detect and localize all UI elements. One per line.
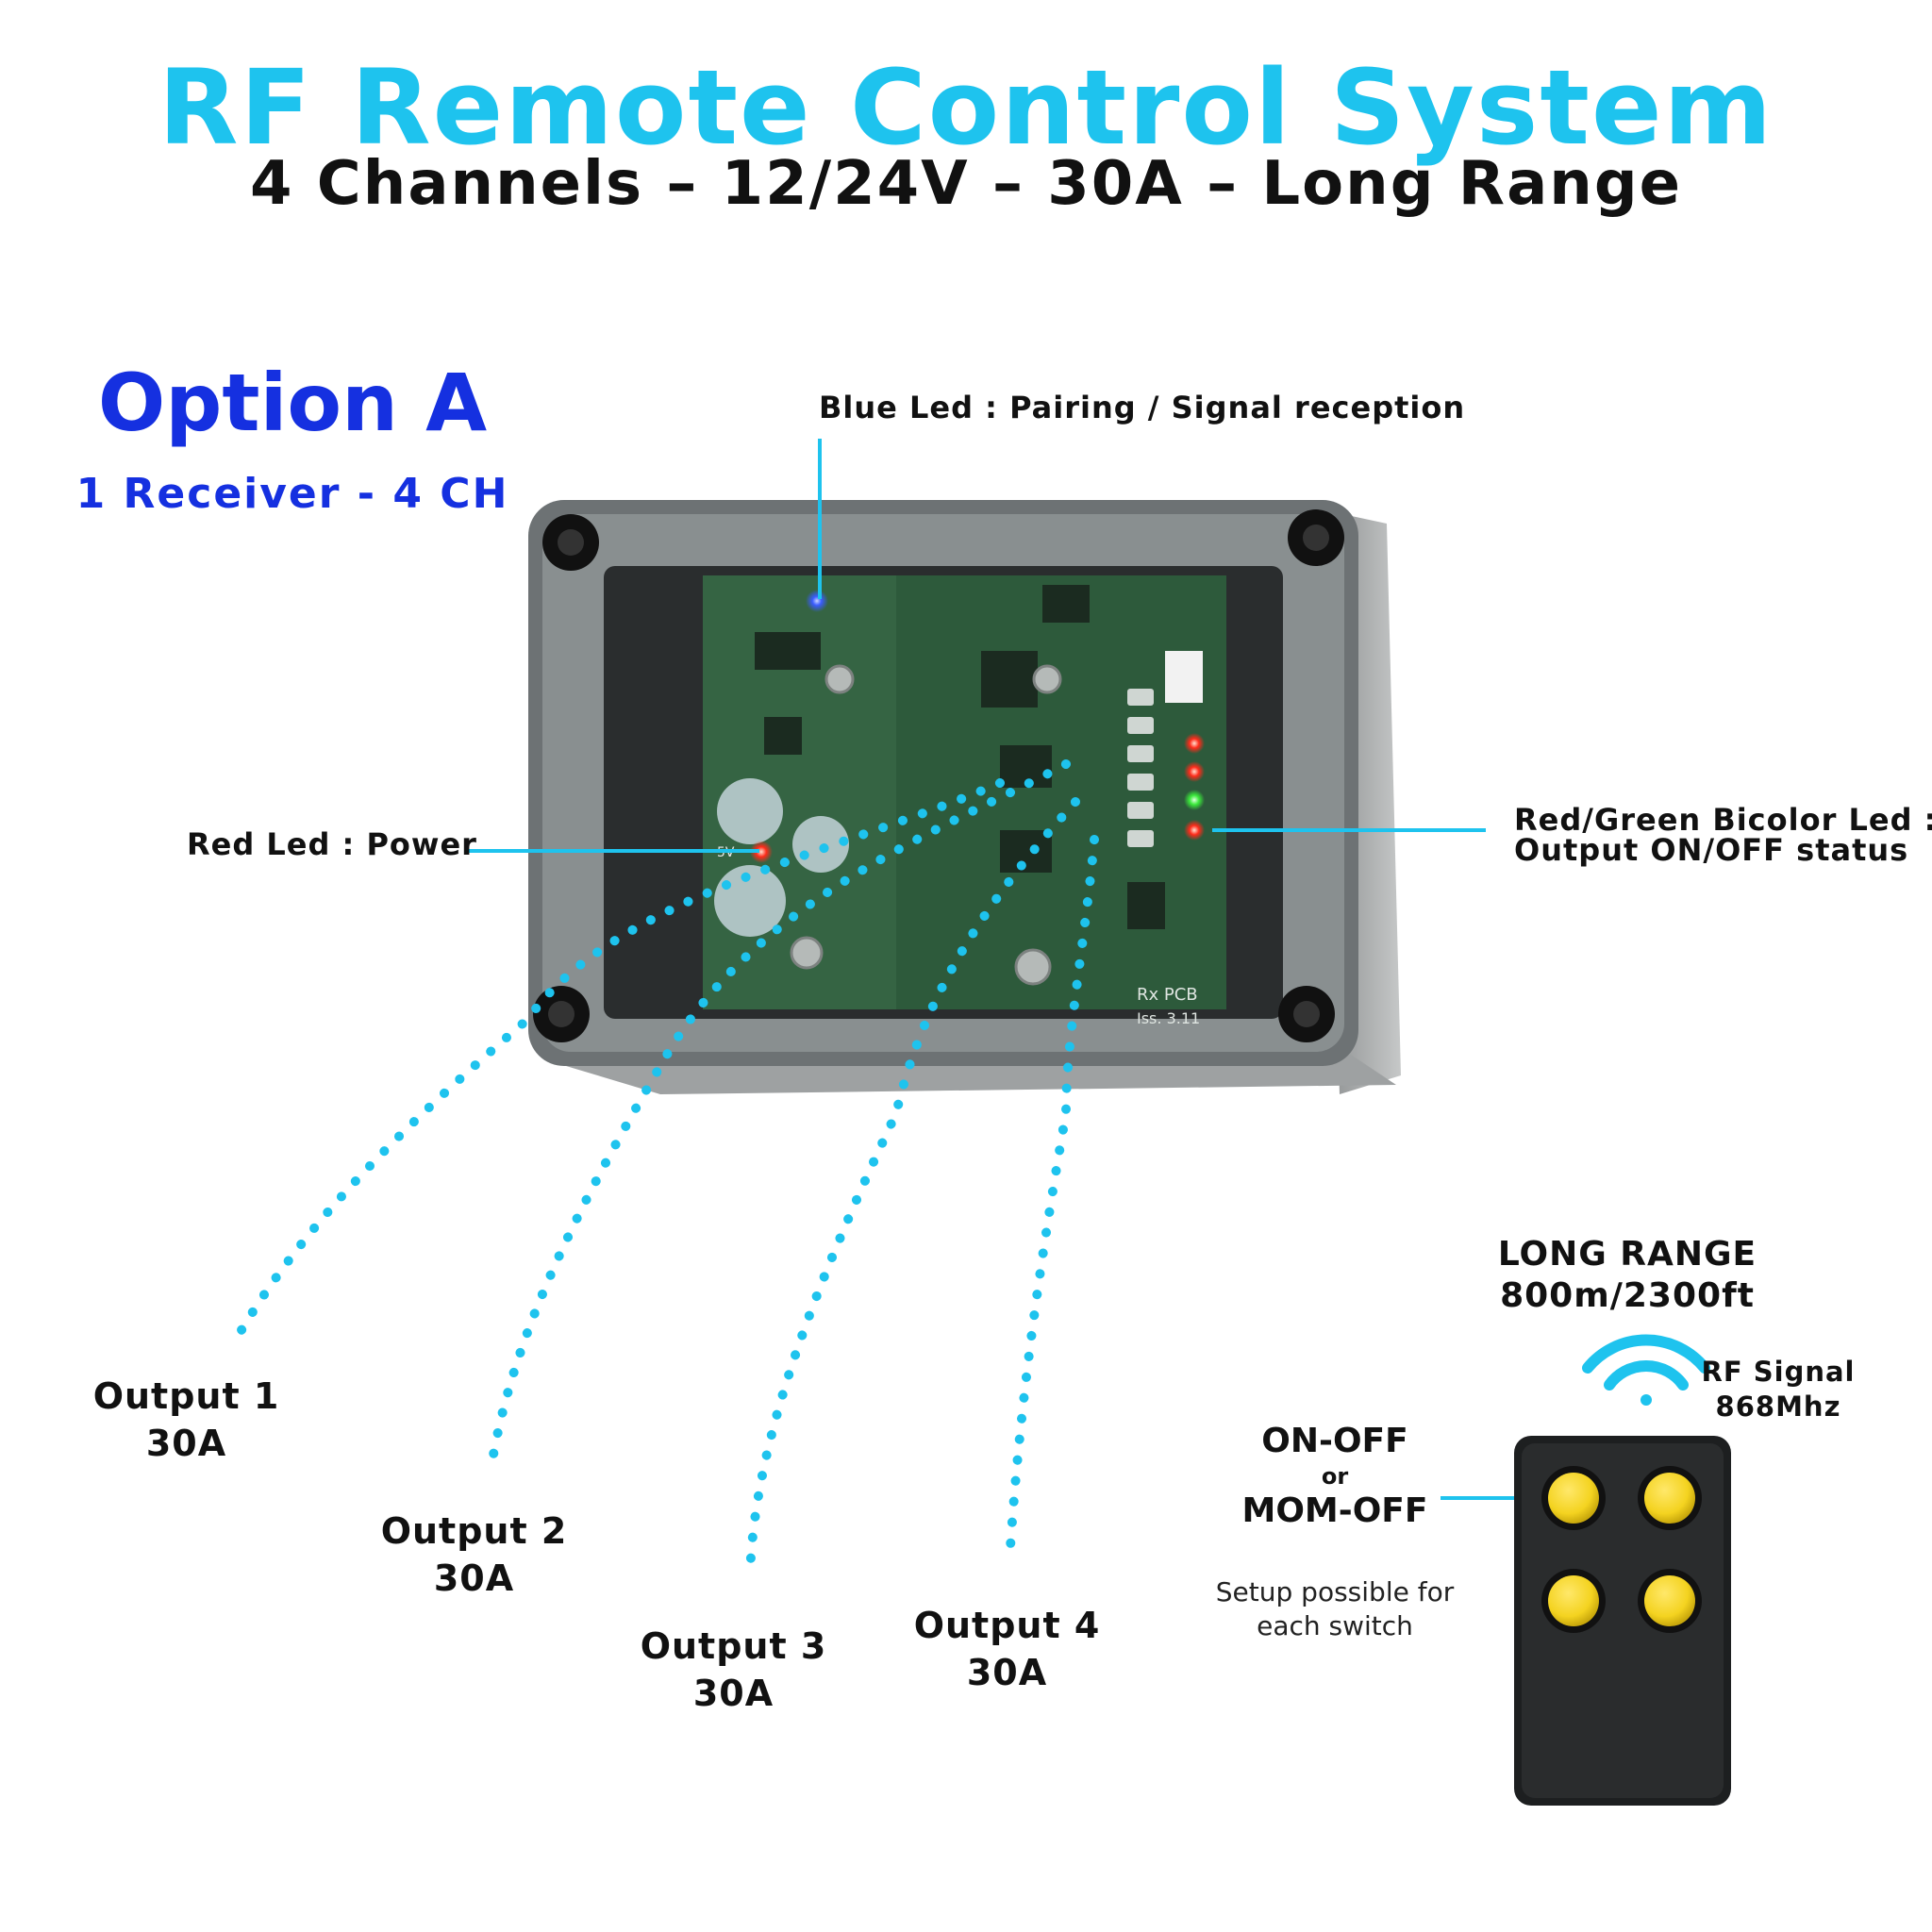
output-1-name: Output 1 (92, 1375, 280, 1417)
output-2-rating: 30A (433, 1557, 515, 1599)
output-wires (231, 759, 1099, 1580)
blue-led (806, 590, 828, 612)
bicolor-led-label-1: Red/Green Bicolor Led : (1514, 802, 1932, 838)
status-led-1 (1184, 733, 1205, 754)
red-led-label: Red Led : Power (187, 826, 477, 862)
callout-lines (467, 439, 1552, 1500)
status-led-2 (1184, 761, 1205, 782)
output-4-rating: 30A (966, 1652, 1048, 1693)
setup-line2: each switch (1257, 1610, 1413, 1641)
receiver-enclosure: Rx PCB Iss. 3.11 5V (528, 500, 1401, 1094)
mode-line3: MOM-OFF (1241, 1491, 1428, 1530)
wire-output-3 (745, 797, 1080, 1580)
output-4-name: Output 4 (913, 1605, 1101, 1646)
remote-button-4 (1644, 1575, 1695, 1626)
output-1-label: Output 1 30A (85, 1373, 288, 1467)
range-label: LONG RANGE 800m/2300ft (1472, 1234, 1783, 1317)
rf-signal-label: RF Signal 868Mhz (1693, 1355, 1863, 1424)
blue-led-label: Blue Led : Pairing / Signal reception (819, 390, 1466, 425)
mode-line1: ON-OFF (1261, 1422, 1408, 1460)
output-1-rating: 30A (145, 1423, 227, 1464)
output-2-name: Output 2 (380, 1510, 568, 1552)
range-title: LONG RANGE (1497, 1235, 1757, 1274)
rf-signal-line1: RF Signal (1701, 1356, 1856, 1388)
mode-label: ON-OFF or MOM-OFF (1217, 1420, 1453, 1533)
remote-button-3 (1548, 1575, 1599, 1626)
rf-signal-line2: 868Mhz (1715, 1391, 1841, 1423)
wire-output-1 (231, 778, 1005, 1344)
setup-note: Setup possible for each switch (1193, 1575, 1476, 1643)
power-led (750, 841, 773, 863)
mode-line2: or (1321, 1463, 1349, 1490)
remote-button-2 (1644, 1473, 1695, 1524)
setup-line1: Setup possible for (1215, 1576, 1455, 1607)
pcb-label-1: Rx PCB (1137, 985, 1198, 1005)
page-subtitle: 4 Channels – 12/24V – 30A – Long Range (249, 149, 1683, 219)
wire-output-4 (1005, 835, 1099, 1566)
page-title: RF Remote Control System (158, 47, 1774, 168)
remote-button-1 (1548, 1473, 1599, 1524)
output-3-label: Output 3 30A (632, 1623, 835, 1717)
option-title: Option A (97, 357, 488, 449)
status-led-4 (1184, 820, 1205, 841)
remote-control (1514, 1436, 1731, 1806)
wire-output-2 (486, 759, 1071, 1476)
output-2-label: Output 2 30A (373, 1507, 575, 1602)
wifi-signal-icon (1582, 1334, 1710, 1406)
enclosure-screws (533, 509, 1344, 1042)
status-led-3 (1184, 790, 1205, 810)
option-description: 1 Receiver - 4 CH (75, 470, 509, 518)
bicolor-led-label-2: Output ON/OFF status (1514, 832, 1909, 868)
range-value: 800m/2300ft (1500, 1276, 1755, 1315)
pcb-label-2: Iss. 3.11 (1137, 1009, 1200, 1027)
output-3-rating: 30A (692, 1673, 774, 1714)
output-3-name: Output 3 (640, 1625, 827, 1667)
output-4-label: Output 4 30A (906, 1602, 1108, 1696)
